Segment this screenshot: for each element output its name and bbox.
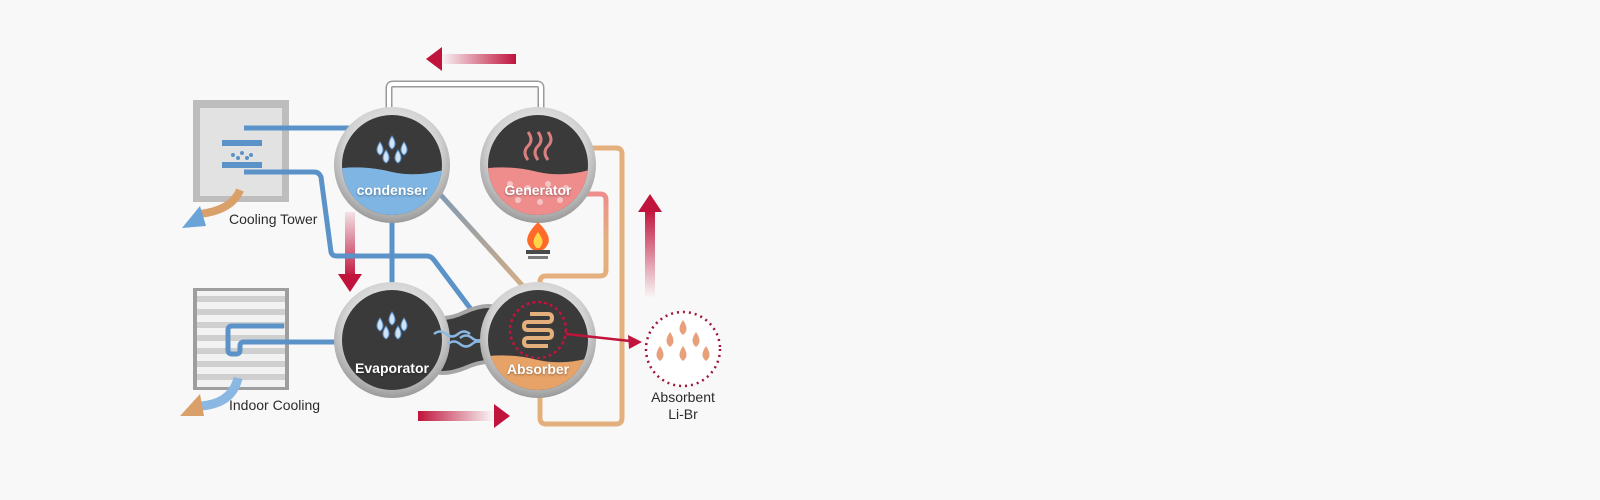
absorber-vessel [480, 282, 596, 398]
cooling-tower-label: Cooling Tower [229, 211, 318, 227]
water-drops-icon [376, 135, 408, 164]
solution-pipes [537, 145, 625, 427]
water-drops-icon [376, 311, 408, 340]
flow-arrow-down [338, 212, 362, 292]
absorbent-label: Absorbent [651, 389, 715, 405]
evaporator-vessel [334, 282, 450, 398]
indoor-cooling-label: Indoor Cooling [229, 397, 321, 413]
absorber-label: Absorber [506, 361, 570, 377]
evaporator-label: Evaporator [355, 360, 429, 376]
condenser-vessel [334, 107, 450, 223]
generator-label: Generator [504, 182, 572, 198]
libr-label: Li-Br [668, 406, 698, 422]
flow-arrow-up [638, 194, 662, 298]
flow-arrow-top [426, 47, 516, 71]
burner-flame-icon [526, 222, 550, 259]
absorbent-libr-icon [644, 310, 722, 388]
cooling-tower-icon [182, 100, 289, 228]
absorbent-pointer [565, 332, 642, 349]
condenser-label: condenser [356, 182, 428, 198]
flow-arrow-bottom [418, 404, 510, 428]
generator-vessel [480, 107, 596, 223]
